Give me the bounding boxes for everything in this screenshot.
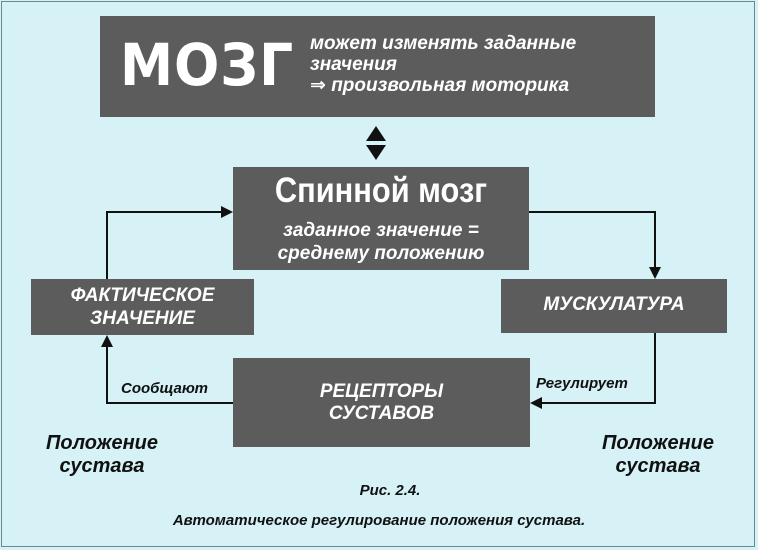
brain-desc-line: значения	[310, 54, 397, 75]
joint-position-line: Положение	[601, 432, 714, 454]
joint-position-line: сустава	[615, 455, 701, 477]
edge-muscle-to-receptors	[541, 333, 656, 404]
spinal-desc-line: среднему положению	[277, 243, 485, 264]
joint-position-line: Положение	[45, 432, 158, 454]
brain-desc-line: ⇒ произвольная моторика	[310, 75, 570, 96]
edge-actual-to-spinal	[106, 211, 222, 279]
figure-label: Рис. 2.4.	[359, 482, 421, 499]
actual-value-line: ЗНАЧЕНИЕ	[90, 308, 195, 329]
spinal-cord-title: Спинной мозг	[274, 171, 488, 210]
joint-receptors-label: РЕЦЕПТОРЫ СУСТАВОВ	[233, 381, 530, 425]
brain-desc-line: может изменять заданные	[310, 33, 577, 54]
edge-label-report: Сообщают	[121, 380, 208, 397]
receptors-line: СУСТАВОВ	[328, 403, 435, 424]
edge-spinal-to-muscle	[529, 211, 656, 269]
edge-label-regulate: Регулирует	[536, 375, 628, 392]
actual-value-box: ФАКТИЧЕСКОЕ ЗНАЧЕНИЕ	[31, 279, 254, 335]
arrow-down-spinal	[366, 145, 386, 160]
figure-caption: Автоматическое регулирование положения с…	[172, 512, 586, 529]
arrow-into-spinal	[221, 206, 233, 218]
spinal-cord-box: Спинной мозг заданное значение = среднем…	[233, 167, 529, 270]
spinal-desc-line: заданное значение =	[283, 220, 479, 241]
arrow-into-muscle	[649, 267, 661, 279]
actual-value-label: ФАКТИЧЕСКОЕ ЗНАЧЕНИЕ	[31, 284, 254, 330]
arrow-up-brain	[366, 126, 386, 141]
joint-position-right: Положение сустава	[578, 432, 738, 478]
spinal-cord-description: заданное значение = среднему положению	[233, 219, 529, 265]
receptors-line: РЕЦЕПТОРЫ	[319, 381, 444, 402]
brain-title: МОЗГ	[120, 31, 295, 99]
musculature-label: МУСКУЛАТУРА	[543, 294, 685, 315]
arrow-into-actual	[101, 335, 113, 347]
musculature-box: МУСКУЛАТУРА	[501, 279, 727, 333]
actual-value-line: ФАКТИЧЕСКОЕ	[70, 285, 215, 306]
joint-position-line: сустава	[59, 455, 145, 477]
joint-position-left: Положение сустава	[22, 432, 182, 478]
edge-receptors-to-actual	[106, 347, 233, 404]
joint-receptors-box: РЕЦЕПТОРЫ СУСТАВОВ	[233, 358, 530, 447]
brain-box: МОЗГ может изменять заданные значения ⇒ …	[100, 16, 655, 117]
arrow-into-receptors	[530, 397, 542, 409]
brain-description: может изменять заданные значения ⇒ произ…	[310, 33, 576, 96]
